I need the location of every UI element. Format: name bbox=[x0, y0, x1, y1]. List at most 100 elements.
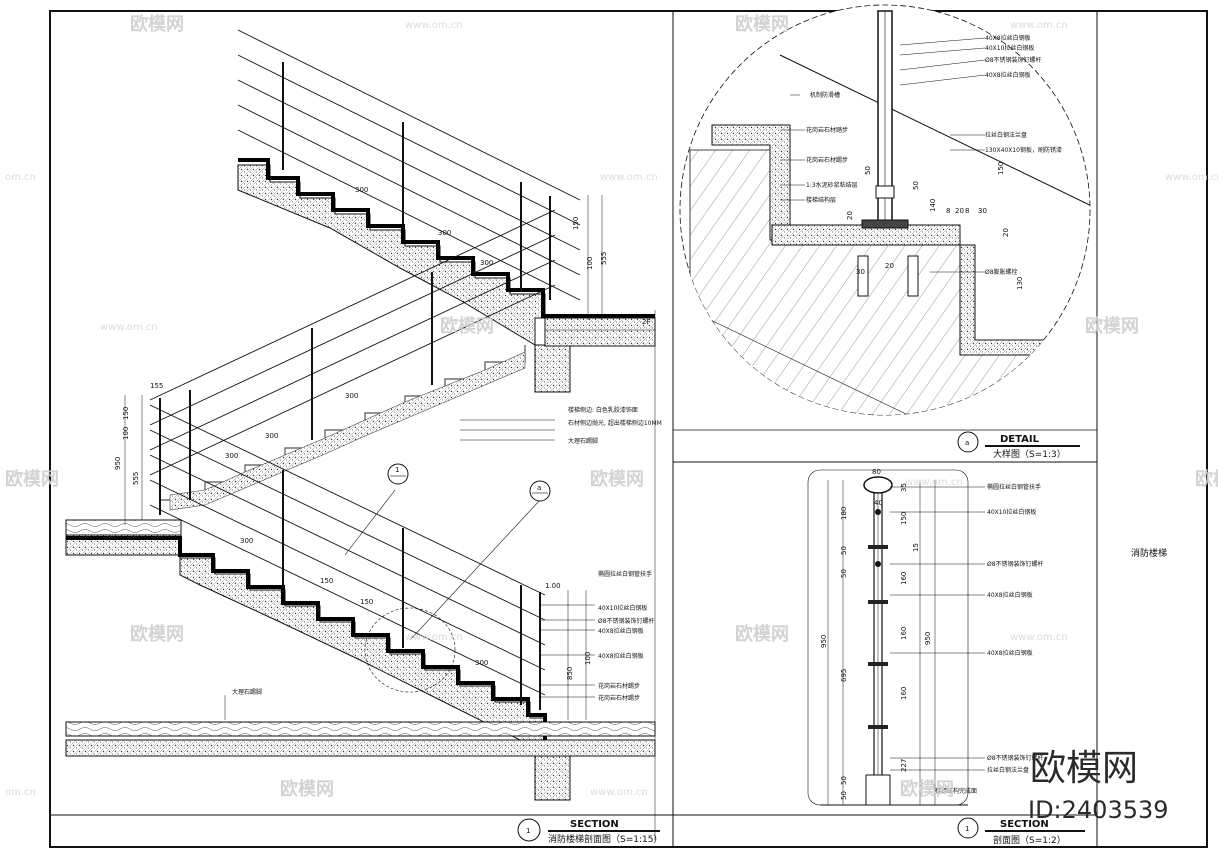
svg-text:300: 300 bbox=[480, 259, 493, 267]
svg-text:555: 555 bbox=[132, 472, 140, 485]
detail-a-tag: DETAIL bbox=[1000, 434, 1040, 445]
svg-text:40X10拉丝白钢板: 40X10拉丝白钢板 bbox=[598, 604, 647, 612]
svg-text:50: 50 bbox=[912, 181, 920, 190]
svg-text:欧模网: 欧模网 bbox=[1195, 468, 1218, 490]
svg-text:160: 160 bbox=[900, 572, 908, 585]
svg-text:www.om.cn: www.om.cn bbox=[1010, 632, 1068, 643]
ground-floor-slab bbox=[65, 739, 656, 757]
upper-flight-treads bbox=[238, 158, 655, 318]
logo-id: ID:2403539 bbox=[1028, 796, 1169, 824]
svg-text:Ø8不锈钢装饰钉螺杆: Ø8不锈钢装饰钉螺杆 bbox=[987, 754, 1044, 762]
svg-text:www.om.cn: www.om.cn bbox=[600, 172, 658, 183]
svg-text:拉丝白钢法兰盘: 拉丝白钢法兰盘 bbox=[985, 131, 1027, 139]
svg-text:300: 300 bbox=[240, 537, 253, 545]
detail-a-caption: 大样图（S=1:3） bbox=[993, 448, 1066, 460]
svg-text:150: 150 bbox=[572, 217, 580, 230]
left-section-dims: 155 150 100 555 950 300 300 300 300 300 … bbox=[114, 186, 650, 680]
section-left-caption: 消防楼梯剖面图（S=1:15） bbox=[548, 833, 662, 845]
svg-text:160: 160 bbox=[900, 627, 908, 640]
svg-text:300: 300 bbox=[438, 229, 451, 237]
svg-text:30: 30 bbox=[978, 207, 987, 215]
svg-text:300: 300 bbox=[345, 392, 358, 400]
svg-text:20: 20 bbox=[885, 262, 894, 270]
svg-text:150: 150 bbox=[320, 577, 333, 585]
svg-text:300: 300 bbox=[265, 432, 278, 440]
svg-text:楼梯结构层: 楼梯结构层 bbox=[806, 196, 836, 204]
svg-text:950: 950 bbox=[820, 635, 828, 648]
detail-callout-ring bbox=[364, 607, 456, 693]
level-2f: 2F bbox=[642, 318, 650, 326]
svg-text:300: 300 bbox=[225, 452, 238, 460]
svg-text:Ø8膨胀螺栓: Ø8膨胀螺栓 bbox=[985, 268, 1018, 276]
lower-flight-treads bbox=[66, 536, 655, 747]
callout-a: a bbox=[537, 484, 541, 492]
svg-text:150: 150 bbox=[122, 407, 130, 420]
svg-text:950: 950 bbox=[114, 457, 122, 470]
section-right-number-circle bbox=[957, 817, 979, 839]
svg-text:40X8拉丝白钢板: 40X8拉丝白钢板 bbox=[598, 652, 644, 660]
dim-155: 155 bbox=[150, 382, 163, 390]
svg-text:欧模网: 欧模网 bbox=[130, 623, 184, 645]
svg-text:130X40X10钢板，刷防锈漆: 130X40X10钢板，刷防锈漆 bbox=[985, 146, 1062, 154]
svg-text:www.om.cn: www.om.cn bbox=[905, 477, 963, 488]
detail-a-drawing: 40X8拉丝白钢板 40X10拉丝白钢板 Ø8不锈钢装饰钉螺杆 40X8拉丝白钢… bbox=[679, 4, 1091, 416]
middle-flight-slab bbox=[169, 351, 526, 511]
svg-text:130: 130 bbox=[1016, 277, 1024, 290]
svg-text:欧模网: 欧模网 bbox=[590, 468, 644, 490]
svg-text:Ø8不锈钢装饰钉螺杆: Ø8不锈钢装饰钉螺杆 bbox=[598, 617, 655, 625]
svg-text:Ø8不锈钢装饰钉螺杆: Ø8不锈钢装饰钉螺杆 bbox=[987, 560, 1044, 568]
svg-text:160: 160 bbox=[900, 687, 908, 700]
svg-text:欧模网: 欧模网 bbox=[735, 13, 789, 35]
svg-text:www.om.cn: www.om.cn bbox=[1165, 172, 1218, 183]
svg-text:20: 20 bbox=[846, 211, 854, 220]
svg-text:石材侧边抛光, 超出楼梯侧边10MM: 石材侧边抛光, 超出楼梯侧边10MM bbox=[568, 419, 662, 427]
svg-text:100: 100 bbox=[584, 652, 592, 665]
svg-text:大理石踢脚: 大理石踢脚 bbox=[568, 437, 598, 445]
callout-1: 1 bbox=[395, 466, 399, 474]
svg-text:40X8拉丝白钢板: 40X8拉丝白钢板 bbox=[598, 627, 644, 635]
svg-text:50: 50 bbox=[840, 791, 848, 800]
lower-handrail bbox=[149, 404, 546, 710]
svg-text:www.om.cn: www.om.cn bbox=[590, 787, 648, 798]
svg-text:欧模网: 欧模网 bbox=[130, 13, 184, 35]
svg-text:30: 30 bbox=[856, 268, 865, 276]
left-section-drawing bbox=[65, 29, 656, 840]
svg-text:180: 180 bbox=[840, 507, 848, 520]
section-left-tag: SECTION bbox=[570, 819, 619, 830]
svg-text:大理石踢脚: 大理石踢脚 bbox=[232, 688, 262, 696]
svg-text:40: 40 bbox=[874, 499, 883, 507]
svg-text:50: 50 bbox=[840, 569, 848, 578]
svg-text:欧模网: 欧模网 bbox=[1085, 315, 1139, 337]
callout-a-circle bbox=[529, 480, 551, 502]
svg-text:拉丝白钢法兰盘: 拉丝白钢法兰盘 bbox=[987, 766, 1029, 774]
svg-text:www.om.cn: www.om.cn bbox=[405, 632, 463, 643]
watermarks: 欧模网 www.om.cn 欧模网 www.om.cn om.cn www.om… bbox=[5, 13, 1218, 800]
svg-text:8: 8 bbox=[965, 207, 969, 215]
svg-text:欧模网: 欧模网 bbox=[900, 778, 954, 800]
svg-text:50: 50 bbox=[840, 546, 848, 555]
svg-text:Ø8不锈钢装饰钉螺杆: Ø8不锈钢装饰钉螺杆 bbox=[985, 56, 1042, 64]
svg-text:花岗岩石材踢步: 花岗岩石材踢步 bbox=[598, 694, 640, 702]
svg-text:300: 300 bbox=[355, 186, 368, 194]
svg-text:40X8拉丝白钢板: 40X8拉丝白钢板 bbox=[987, 591, 1033, 599]
svg-text:950: 950 bbox=[924, 632, 932, 645]
upper-handrail bbox=[237, 29, 581, 301]
logo-text: 欧模网 bbox=[1030, 748, 1138, 789]
svg-text:欧模网: 欧模网 bbox=[5, 468, 59, 490]
svg-text:花岗岩石材踏步: 花岗岩石材踏步 bbox=[806, 126, 848, 134]
svg-text:om.cn: om.cn bbox=[5, 787, 36, 798]
svg-text:欧模网: 欧模网 bbox=[735, 623, 789, 645]
svg-text:8: 8 bbox=[946, 207, 950, 215]
svg-text:100: 100 bbox=[122, 427, 130, 440]
svg-text:50: 50 bbox=[840, 776, 848, 785]
svg-text:1:3水泥砂浆粘结层: 1:3水泥砂浆粘结层 bbox=[806, 181, 858, 189]
svg-text:20: 20 bbox=[1002, 228, 1010, 237]
lower-flight-slab bbox=[179, 540, 546, 741]
svg-text:1.00: 1.00 bbox=[545, 582, 561, 590]
svg-text:850: 850 bbox=[566, 667, 574, 680]
svg-text:40X8拉丝白钢板: 40X8拉丝白钢板 bbox=[985, 71, 1031, 79]
svg-text:a: a bbox=[965, 439, 969, 447]
svg-text:40X8拉丝白钢板: 40X8拉丝白钢板 bbox=[985, 34, 1031, 42]
svg-text:80: 80 bbox=[872, 468, 881, 476]
